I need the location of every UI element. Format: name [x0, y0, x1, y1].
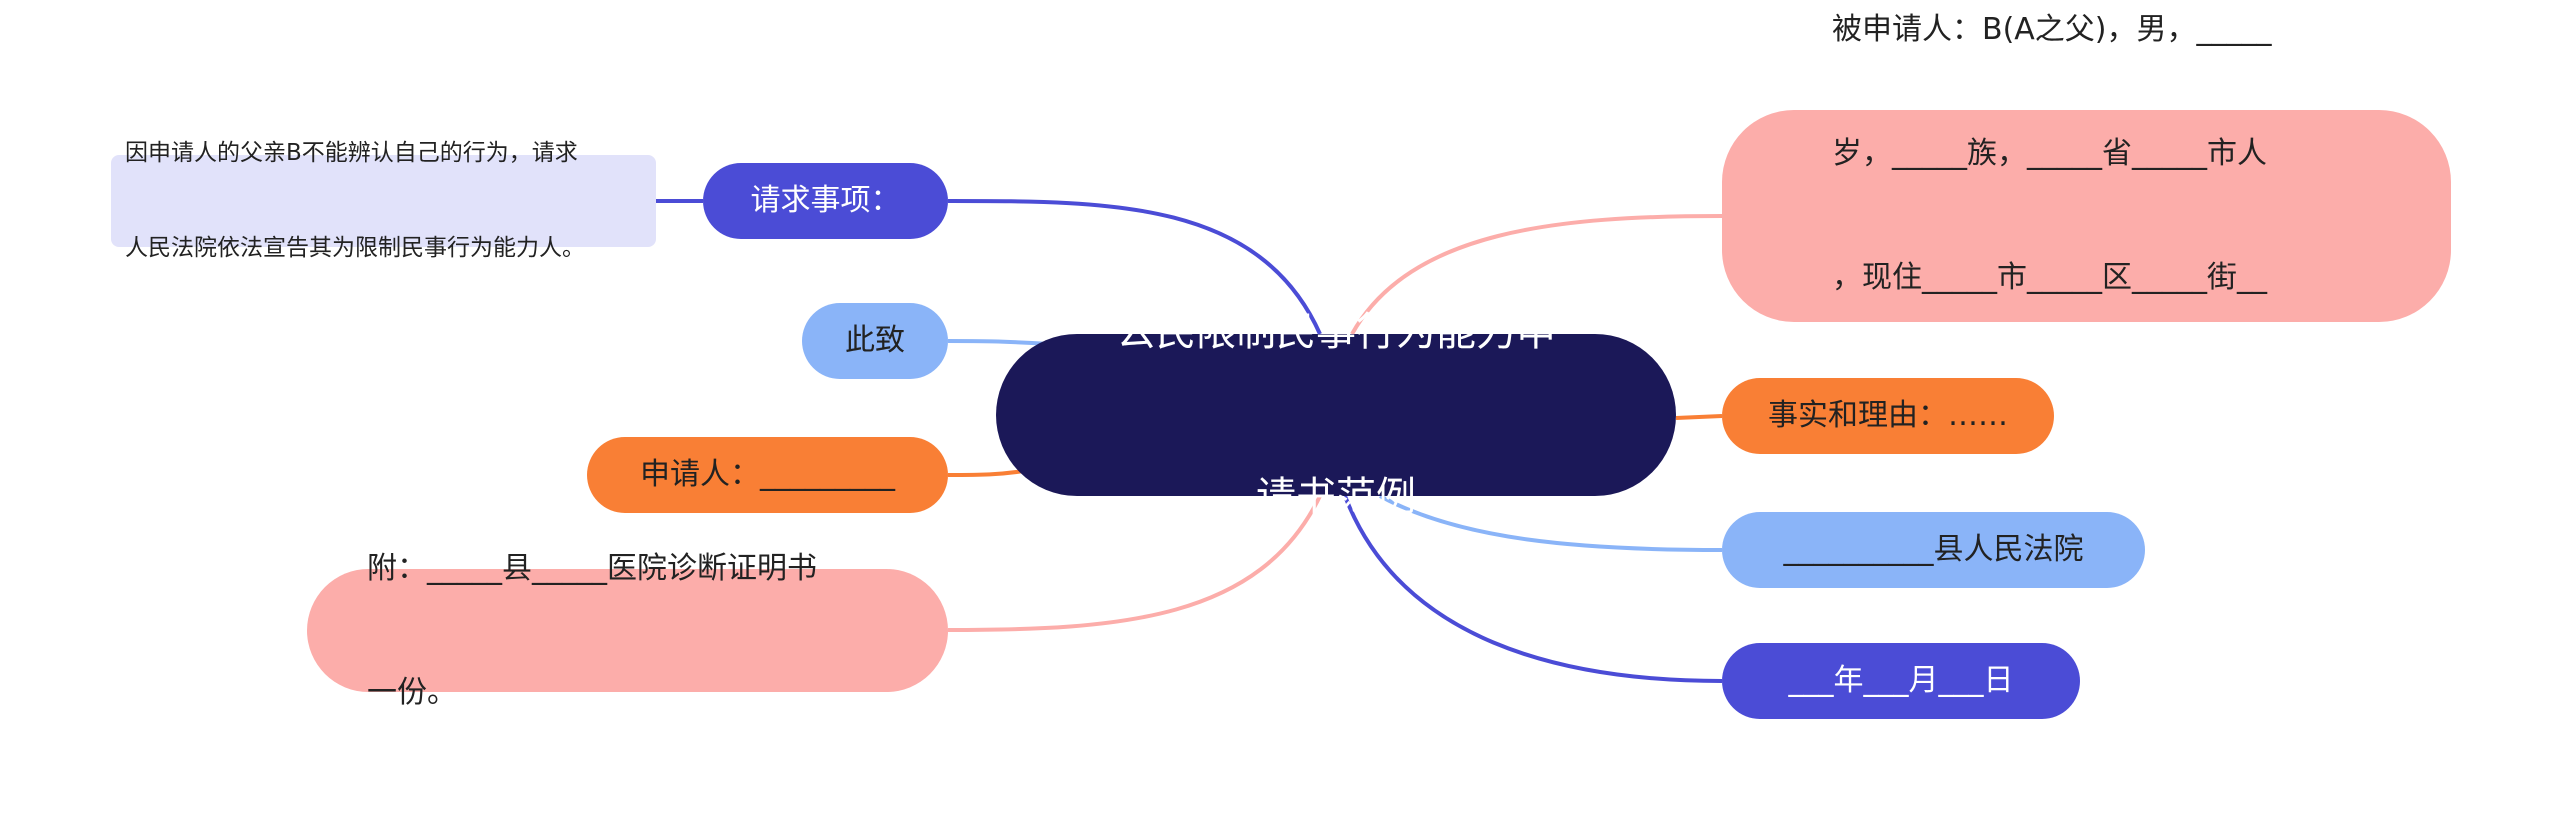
- root-topic-line-1: 公民限制民事行为能力申: [1116, 308, 1556, 355]
- topic-attachment-line-2: 一份。: [367, 674, 457, 710]
- link-facts: [1675, 414, 1723, 420]
- topic-applicant-label: 申请人：_________: [640, 457, 895, 493]
- topic-respondent-line-3: ，现住_____市_____区_____街__: [1832, 260, 2267, 296]
- topic-applicant[interactable]: 申请人：_________: [587, 437, 948, 513]
- topic-attachment-line-1: 附：_____县_____医院诊断证明书: [367, 550, 817, 586]
- subtopic-request-detail[interactable]: 因申请人的父亲B不能辨认自己的行为，请求 人民法院依法宣告其为限制民事行为能力人…: [111, 140, 656, 261]
- link-respondent: [1350, 214, 1723, 335]
- link-cizhi: [947, 339, 1051, 346]
- link-court: [1379, 494, 1723, 552]
- link-date: [1343, 495, 1723, 683]
- subtopic-request-detail-line-2: 人民法院依法宣告其为限制民事行为能力人。: [125, 234, 585, 261]
- topic-court[interactable]: __________县人民法院: [1722, 512, 2145, 588]
- topic-cizhi-label: 此致: [845, 323, 905, 359]
- topic-respondent-line-2: 岁，_____族，_____省_____市人: [1832, 136, 2267, 172]
- link-attach: [947, 495, 1322, 632]
- topic-cizhi[interactable]: 此致: [802, 303, 948, 379]
- topic-date[interactable]: ___年___月___日: [1722, 643, 2080, 719]
- subtopic-request-detail-line-1: 因申请人的父亲B不能辨认自己的行为，请求: [125, 139, 578, 166]
- topic-respondent-line-1: 被申请人：B(A之父)，男，_____: [1832, 12, 2272, 48]
- root-topic[interactable]: 公民限制民事行为能力申 请书范例: [996, 309, 1676, 520]
- topic-facts-and-reasons[interactable]: 事实和理由：……: [1722, 378, 2054, 454]
- root-topic-line-2: 请书范例: [1256, 474, 1416, 521]
- topic-court-label: __________县人民法院: [1783, 532, 2084, 568]
- topic-attachment[interactable]: 附：_____县_____医院诊断证明书 一份。: [307, 551, 948, 710]
- topic-request[interactable]: 请求事项：: [703, 163, 948, 239]
- link-request: [947, 198, 1322, 335]
- topic-date-label: ___年___月___日: [1788, 663, 2014, 699]
- topic-request-label: 请求事项：: [750, 183, 901, 219]
- topic-facts-and-reasons-label: 事实和理由：……: [1768, 398, 2008, 434]
- topic-respondent[interactable]: 被申请人：B(A之父)，男，_____ 岁，_____族，_____省_____…: [1722, 12, 2451, 420]
